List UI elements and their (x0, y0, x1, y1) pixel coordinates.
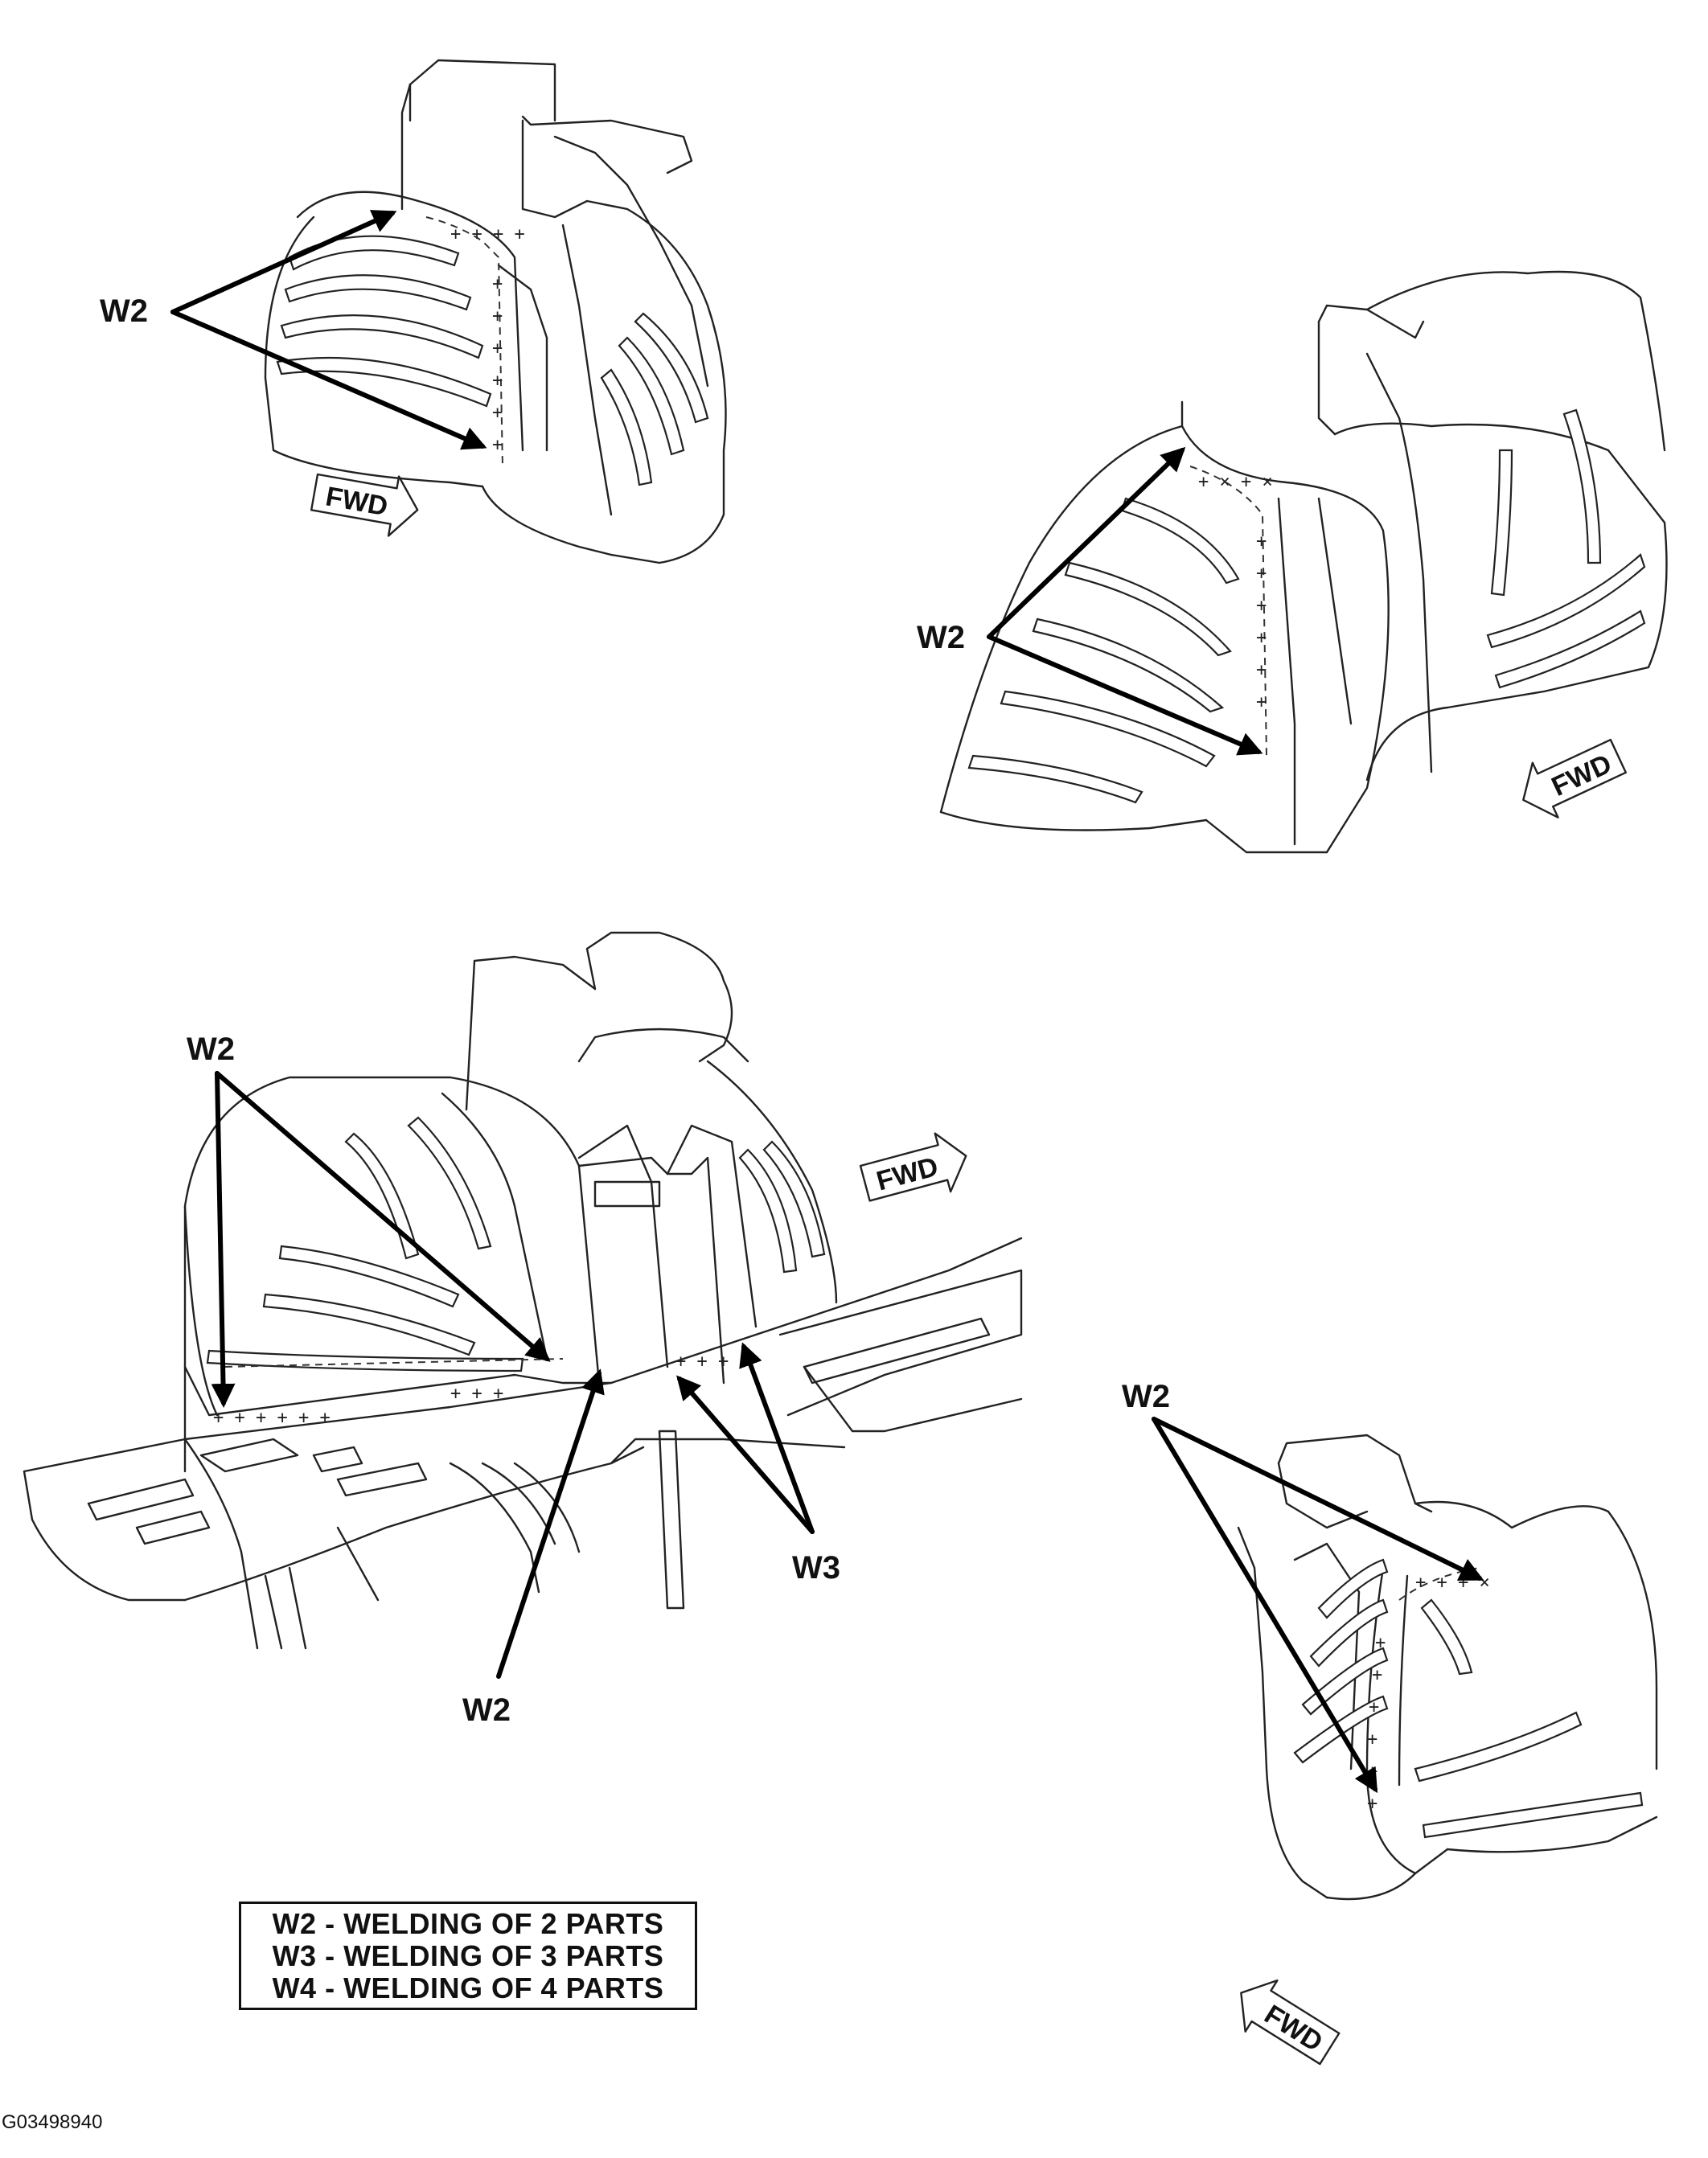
svg-text:FWD: FWD (1547, 749, 1616, 802)
callout-label-w2: W2 (100, 293, 148, 329)
svg-text:+ × + ×: + × + × (1198, 472, 1273, 492)
weld-legend: W2 - WELDING OF 2 PARTS W3 - WELDING OF … (239, 1902, 697, 2010)
callout-label-w3: W3 (792, 1550, 840, 1586)
svg-text:+: + (1256, 660, 1267, 680)
legend-row-w2: W2 - WELDING OF 2 PARTS (272, 1906, 664, 1940)
callout-arrow (170, 210, 397, 314)
callout-arrow (987, 634, 1263, 756)
callout-arrow (211, 1071, 236, 1408)
legend-row-w4: W4 - WELDING OF 4 PARTS (272, 1971, 664, 2004)
svg-text:+: + (1375, 1633, 1386, 1653)
figure-3-rear-floor-assembly: + + + + + + + + + + + + FWD W2 W2 W3 (23, 931, 1023, 1728)
svg-text:+: + (1256, 596, 1267, 616)
callout-label-w2: W2 (187, 1032, 235, 1067)
svg-text:+: + (1256, 564, 1267, 584)
legend-row-w3: W3 - WELDING OF 3 PARTS (272, 1939, 664, 1972)
svg-text:+: + (1369, 1697, 1379, 1717)
svg-text:+ + + +: + + + + (450, 224, 525, 244)
callout-arrow (1152, 1417, 1378, 1794)
svg-text:+: + (1367, 1794, 1377, 1814)
callout-arrow (170, 310, 487, 450)
svg-text:+: + (1372, 1665, 1382, 1685)
svg-text:+: + (492, 306, 503, 326)
callout-arrow (215, 1071, 551, 1362)
svg-text:+ + + + + +: + + + + + + (213, 1408, 331, 1428)
fwd-arrow-fig4: FWD (1240, 1979, 1341, 2066)
svg-text:FWD: FWD (1259, 1999, 1328, 2057)
figure-1-wheelhouse-left: + + + + + + + + + + FWD W2 (100, 59, 727, 564)
callout-arrow (676, 1375, 815, 1534)
callout-arrow (496, 1368, 605, 1679)
callout-label-w2: W2 (462, 1692, 511, 1728)
svg-text:+: + (492, 403, 503, 423)
svg-text:+ + +: + + + (675, 1352, 729, 1372)
callout-arrow (1152, 1417, 1484, 1581)
svg-text:FWD: FWD (323, 482, 390, 523)
svg-text:+: + (1256, 628, 1267, 648)
callout-arrow (739, 1342, 815, 1534)
svg-text:+: + (1256, 692, 1267, 712)
svg-text:+: + (492, 338, 503, 359)
svg-text:+ + +: + + + (450, 1384, 503, 1404)
svg-text:+: + (492, 274, 503, 294)
fwd-arrow-fig3: FWD (859, 1132, 967, 1202)
callout-label-w2: W2 (1122, 1379, 1170, 1414)
fwd-arrow-fig2: FWD (1522, 738, 1628, 818)
figure-id: G03498940 (2, 2111, 103, 2133)
callout-label-w2: W2 (917, 620, 965, 655)
svg-text:+: + (492, 371, 503, 391)
figure-4-wheelhouse-rear-view: + + + × ++ ++ ++ FWD W2 (1122, 1379, 1658, 2066)
svg-text:+: + (492, 435, 503, 455)
svg-text:+: + (1367, 1729, 1377, 1750)
callout-arrow (987, 446, 1186, 639)
svg-text:+: + (1256, 531, 1267, 552)
figure-2-wheelhouse-right: + × + × + + + + + + FWD W2 (917, 270, 1668, 854)
